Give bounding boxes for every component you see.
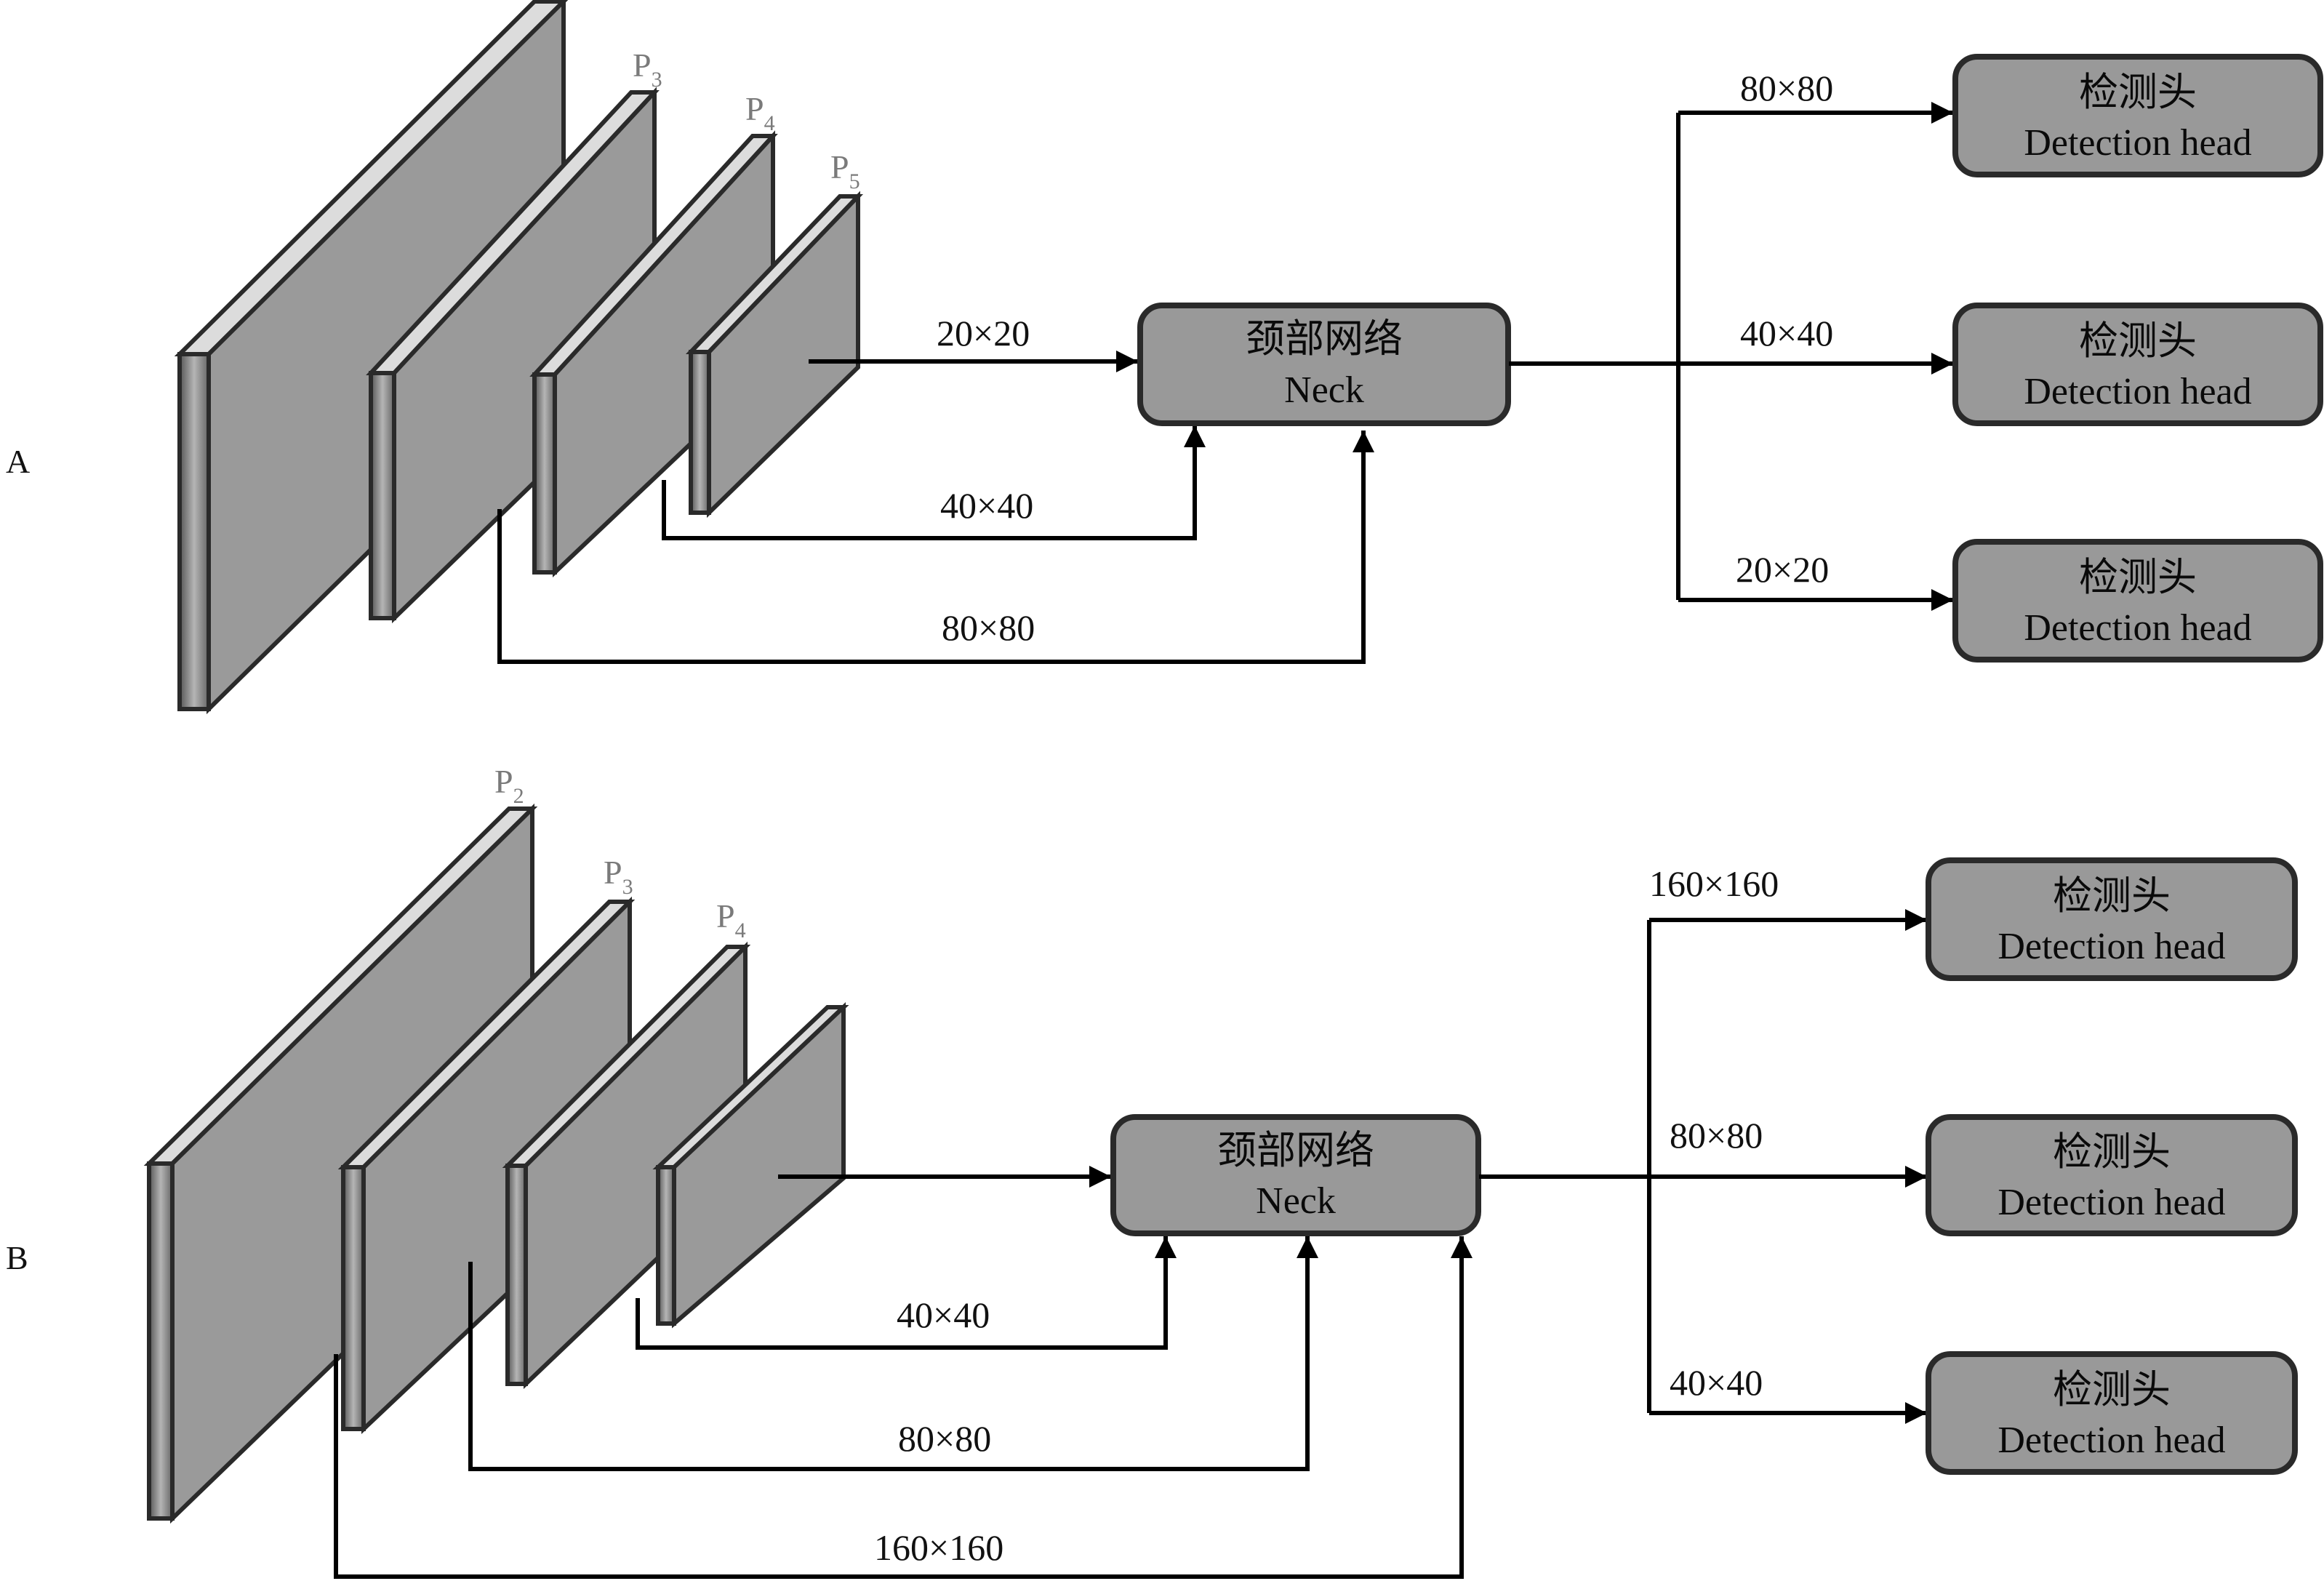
head-title-en: Detection head bbox=[1998, 1182, 2225, 1223]
detection-head-b-1: 检测头 Detection head bbox=[1926, 1114, 2298, 1236]
head-title-en: Detection head bbox=[2024, 122, 2251, 164]
scale-label-a-out-0: 80×80 bbox=[1740, 68, 1833, 108]
neck-title-en-b: Neck bbox=[1256, 1180, 1336, 1222]
head-title-cn: 检测头 bbox=[2079, 556, 2197, 599]
p-label-b-p2: P2 bbox=[494, 763, 524, 808]
detection-head-b-2: 检测头 Detection head bbox=[1926, 1351, 2298, 1475]
panel-a: A P3 P4 P5 20×20 40×40 bbox=[6, 0, 2323, 715]
detection-head-a-2: 检测头 Detection head bbox=[1952, 539, 2323, 663]
head-title-cn: 检测头 bbox=[2079, 71, 2197, 114]
feature-map-a-p4: P4 bbox=[529, 90, 778, 577]
neck-title-cn-b: 颈部网络 bbox=[1217, 1129, 1374, 1172]
scale-label-b-out-0: 160×160 bbox=[1649, 863, 1779, 904]
head-title-en: Detection head bbox=[1998, 1420, 2225, 1461]
scale-label-a-out-2: 20×20 bbox=[1736, 549, 1829, 590]
head-title-cn: 检测头 bbox=[2079, 319, 2197, 363]
scale-label-a-out-1: 40×40 bbox=[1740, 313, 1833, 353]
detection-head-a-1: 检测头 Detection head bbox=[1952, 303, 2323, 426]
wire-b-80x80 bbox=[468, 1236, 1318, 1471]
neck-box-a: 颈部网络 Neck bbox=[1137, 303, 1511, 426]
wire-a-40x40 bbox=[662, 425, 1206, 540]
head-title-cn: 检测头 bbox=[2053, 1130, 2171, 1174]
feature-map-a-p5: P5 bbox=[685, 148, 864, 519]
scale-label-b-in-1: 80×80 bbox=[898, 1418, 991, 1459]
neck-box-b: 颈部网络 Neck bbox=[1110, 1114, 1481, 1236]
p-label-a-p5: P5 bbox=[830, 148, 860, 193]
p-label-b-p3: P3 bbox=[604, 854, 633, 899]
wire-b-40x40 bbox=[636, 1236, 1177, 1350]
panel-label-a: A bbox=[6, 443, 30, 480]
feature-map-b-p5 bbox=[652, 1002, 849, 1329]
panel-b: B P2 P3 P4 40×40 80×80 bbox=[6, 763, 2298, 1579]
scale-label-b-out-1: 80×80 bbox=[1670, 1115, 1763, 1156]
head-title-en: Detection head bbox=[2024, 371, 2251, 412]
head-title-cn: 检测头 bbox=[2053, 874, 2171, 918]
detection-head-a-0: 检测头 Detection head bbox=[1952, 54, 2323, 177]
neck-title-en-a: Neck bbox=[1284, 369, 1364, 411]
scale-label-b-in-0: 40×40 bbox=[897, 1294, 990, 1335]
panel-label-b: B bbox=[6, 1239, 28, 1276]
head-title-cn: 检测头 bbox=[2053, 1368, 2171, 1412]
p-label-b-p4: P4 bbox=[716, 897, 746, 942]
scale-label-a-in-1: 40×40 bbox=[940, 485, 1033, 526]
scale-label-a-in-2: 80×80 bbox=[942, 607, 1035, 648]
scale-label-b-out-2: 40×40 bbox=[1670, 1362, 1763, 1403]
wire-b-160x160 bbox=[334, 1236, 1472, 1579]
scale-label-b-in-2: 160×160 bbox=[874, 1527, 1003, 1568]
scale-label-a-in-0: 20×20 bbox=[937, 313, 1030, 353]
neck-title-cn-a: 颈部网络 bbox=[1246, 317, 1403, 361]
feature-map-b-p3: P3 bbox=[337, 854, 636, 1434]
head-title-en: Detection head bbox=[2024, 607, 2251, 649]
feature-map-b-p4: P4 bbox=[502, 897, 751, 1390]
detection-head-b-0: 检测头 Detection head bbox=[1926, 857, 2298, 981]
wire-a-80x80 bbox=[497, 431, 1374, 664]
head-title-en: Detection head bbox=[1998, 926, 2225, 967]
feature-map-a-p3: P3 bbox=[366, 47, 662, 624]
p-label-a-p4: P4 bbox=[745, 90, 775, 135]
p-label-a-p3: P3 bbox=[633, 47, 662, 92]
